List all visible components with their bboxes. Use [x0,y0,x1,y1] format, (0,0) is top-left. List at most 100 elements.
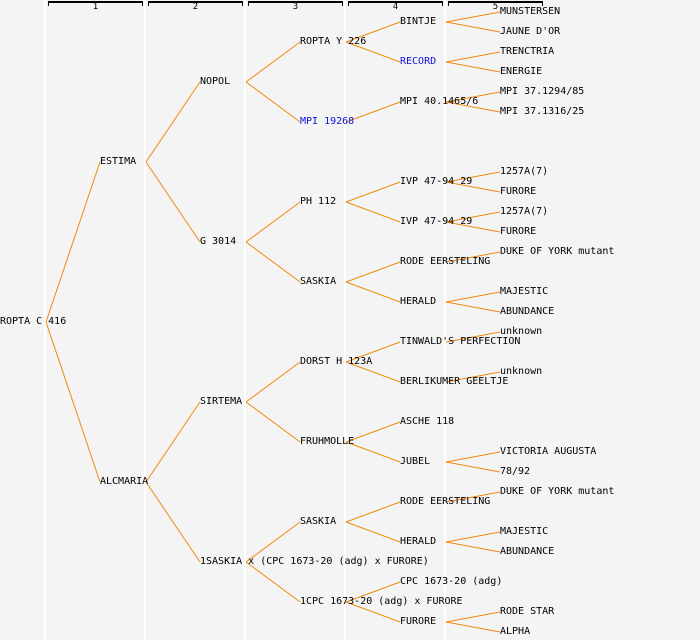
pedigree-link [445,221,501,233]
pedigree-link [245,81,301,123]
pedigree-link [345,441,401,463]
pedigree-link [445,451,501,463]
ancestor-node[interactable]: FURORE [500,186,537,197]
ancestor-node[interactable]: 1257A(7) [500,206,549,217]
ancestor-node[interactable]: NOPOL [200,76,231,87]
ancestor-node[interactable]: 1257A(7) [500,166,549,177]
column-separator [344,0,346,640]
ancestor-node[interactable]: MAJESTIC [500,286,549,297]
ancestor-node[interactable]: PH 112 [300,196,337,207]
pedigree-link [345,281,401,303]
ancestor-node[interactable]: HERALD [400,536,437,547]
pedigree-link [445,251,501,263]
ancestor-node[interactable]: HERALD [400,296,437,307]
generation-number: 4 [392,2,399,12]
pedigree-link [245,41,301,83]
pedigree-link [445,11,501,23]
ancestor-node[interactable]: ABUNDANCE [500,306,555,317]
ancestor-node[interactable]: ROPTA Y 226 [300,36,367,47]
ancestor-node[interactable]: 78/92 [500,466,531,477]
ancestor-node[interactable]: RODE EERSTELING [400,256,491,267]
ancestor-node[interactable]: MPI 40.1465/6 [400,96,479,107]
pedigree-link [245,561,301,603]
pedigree-link [245,361,301,403]
pedigree-link [445,491,501,503]
ancestor-node[interactable]: FURORE [500,226,537,237]
ancestor-node[interactable]: unknown [500,366,543,377]
ancestor-node[interactable]: ESTIMA [100,156,137,167]
pedigree-link [345,181,401,203]
pedigree-link [245,241,301,283]
ancestor-node[interactable]: 1SASKIA x (CPC 1673-20 (adg) x FURORE) [200,556,429,567]
ancestor-node[interactable]: MUNSTERSEN [500,6,561,17]
ancestor-node[interactable]: DUKE OF YORK mutant [500,486,615,497]
ancestor-node[interactable]: IVP 47-94 29 [400,176,473,187]
ancestor-node[interactable]: ALPHA [500,626,531,637]
ancestor-node[interactable]: DORST H 123A [300,356,373,367]
generation-bracket [48,1,143,6]
generation-bracket [148,1,243,6]
ancestor-node[interactable]: RODE EERSTELING [400,496,491,507]
generation-number: 2 [192,2,199,12]
ancestor-node[interactable]: DUKE OF YORK mutant [500,246,615,257]
ancestor-node[interactable]: BERLIKUMER GEELTJE [400,376,509,387]
pedigree-link [445,181,501,193]
ancestor-node[interactable]: FRUHMOLLE [300,436,355,447]
column-separator [144,0,146,640]
ancestor-node[interactable]: JAUNE D'OR [500,26,561,37]
ancestor-node[interactable]: MAJESTIC [500,526,549,537]
pedigree-link [245,521,301,563]
pedigree-link [345,41,401,63]
pedigree-link [445,371,501,383]
ancestor-node[interactable]: RECORD [400,56,437,67]
ancestor-node[interactable]: JUBEL [400,456,431,467]
ancestor-node[interactable]: TINWALD'S PERFECTION [400,336,521,347]
generation-bracket [248,1,343,6]
column-separator [244,0,246,640]
ancestor-node[interactable]: VICTORIA AUGUSTA [500,446,597,457]
pedigree-link [345,341,401,363]
column-separator [444,0,446,640]
ancestor-node[interactable]: CPC 1673-20 (adg) [400,576,503,587]
column-separator [44,0,46,640]
ancestor-node[interactable]: FURORE [400,616,437,627]
ancestor-node[interactable]: unknown [500,326,543,337]
pedigree-link [345,421,401,443]
ancestor-node[interactable]: MPI 37.1294/85 [500,86,585,97]
pedigree-link [145,161,201,243]
pedigree-link [45,321,101,483]
pedigree-link [445,331,501,343]
root-cultivar[interactable]: ROPTA C 416 [0,316,67,327]
ancestor-node[interactable]: ASCHE 118 [400,416,455,427]
ancestor-node[interactable]: SIRTEMA [200,396,243,407]
pedigree-link [445,301,501,313]
pedigree-link [145,81,201,163]
ancestor-node[interactable]: SASKIA [300,516,337,527]
pedigree-link [345,361,401,383]
ancestor-node[interactable]: 1CPC 1673-20 (adg) x FURORE [300,596,463,607]
ancestor-node[interactable]: ALCMARIA [100,476,149,487]
pedigree-link [345,501,401,523]
ancestor-node[interactable]: SASKIA [300,276,337,287]
ancestor-node[interactable]: MPI 37.1316/25 [500,106,585,117]
pedigree-link [445,541,501,553]
generation-number: 5 [492,2,499,12]
pedigree-link [45,161,101,323]
ancestor-node[interactable]: TRENCTRIA [500,46,555,57]
ancestor-node[interactable]: RODE STAR [500,606,555,617]
pedigree-link [345,201,401,223]
pedigree-link [445,611,501,623]
pedigree-link [345,21,401,43]
ancestor-node[interactable]: IVP 47-94 29 [400,216,473,227]
ancestor-node[interactable]: ABUNDANCE [500,546,555,557]
pedigree-link [245,201,301,243]
pedigree-link [445,101,501,113]
generation-number: 3 [292,2,299,12]
ancestor-node[interactable]: MPI 19268 [300,116,355,127]
ancestor-node[interactable]: ENERGIE [500,66,543,77]
pedigree-link [345,101,401,123]
pedigree-link [345,261,401,283]
ancestor-node[interactable]: BINTJE [400,16,437,27]
ancestor-node[interactable]: G 3014 [200,236,237,247]
